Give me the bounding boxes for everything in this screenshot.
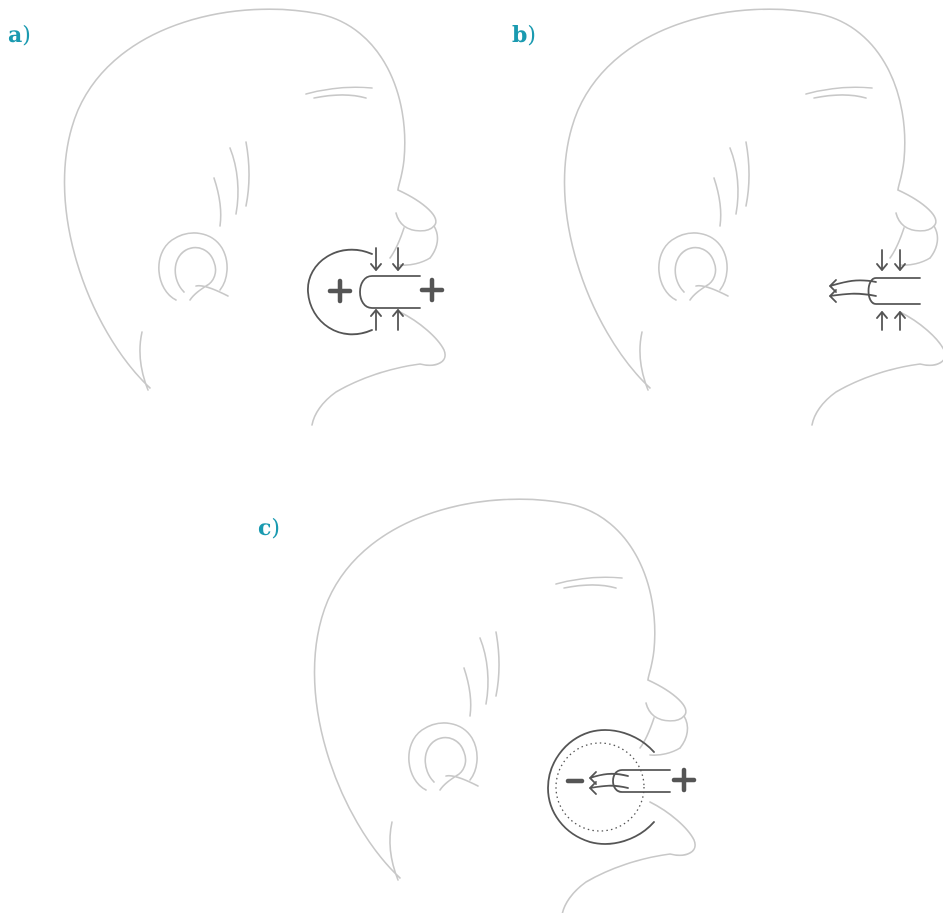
panel-a-plus-outside bbox=[422, 280, 442, 300]
panel-b bbox=[564, 9, 943, 425]
panel-a-head-outline bbox=[64, 9, 445, 425]
panel-a bbox=[64, 9, 445, 425]
panel-b-flow-arrow-2 bbox=[830, 294, 876, 296]
panel-a-nipple bbox=[360, 276, 420, 308]
panel-c-flow-arrow-2 bbox=[590, 786, 628, 788]
panel-c-flow-arrow-1 bbox=[590, 774, 628, 778]
panel-b-head-outline bbox=[564, 9, 943, 425]
panel-c-head-outline bbox=[314, 499, 695, 913]
panel-c bbox=[314, 499, 695, 913]
panel-c-plus-outside bbox=[674, 770, 694, 790]
panel-c-nipple bbox=[613, 770, 670, 792]
panel-a-plus-inside bbox=[330, 281, 350, 301]
